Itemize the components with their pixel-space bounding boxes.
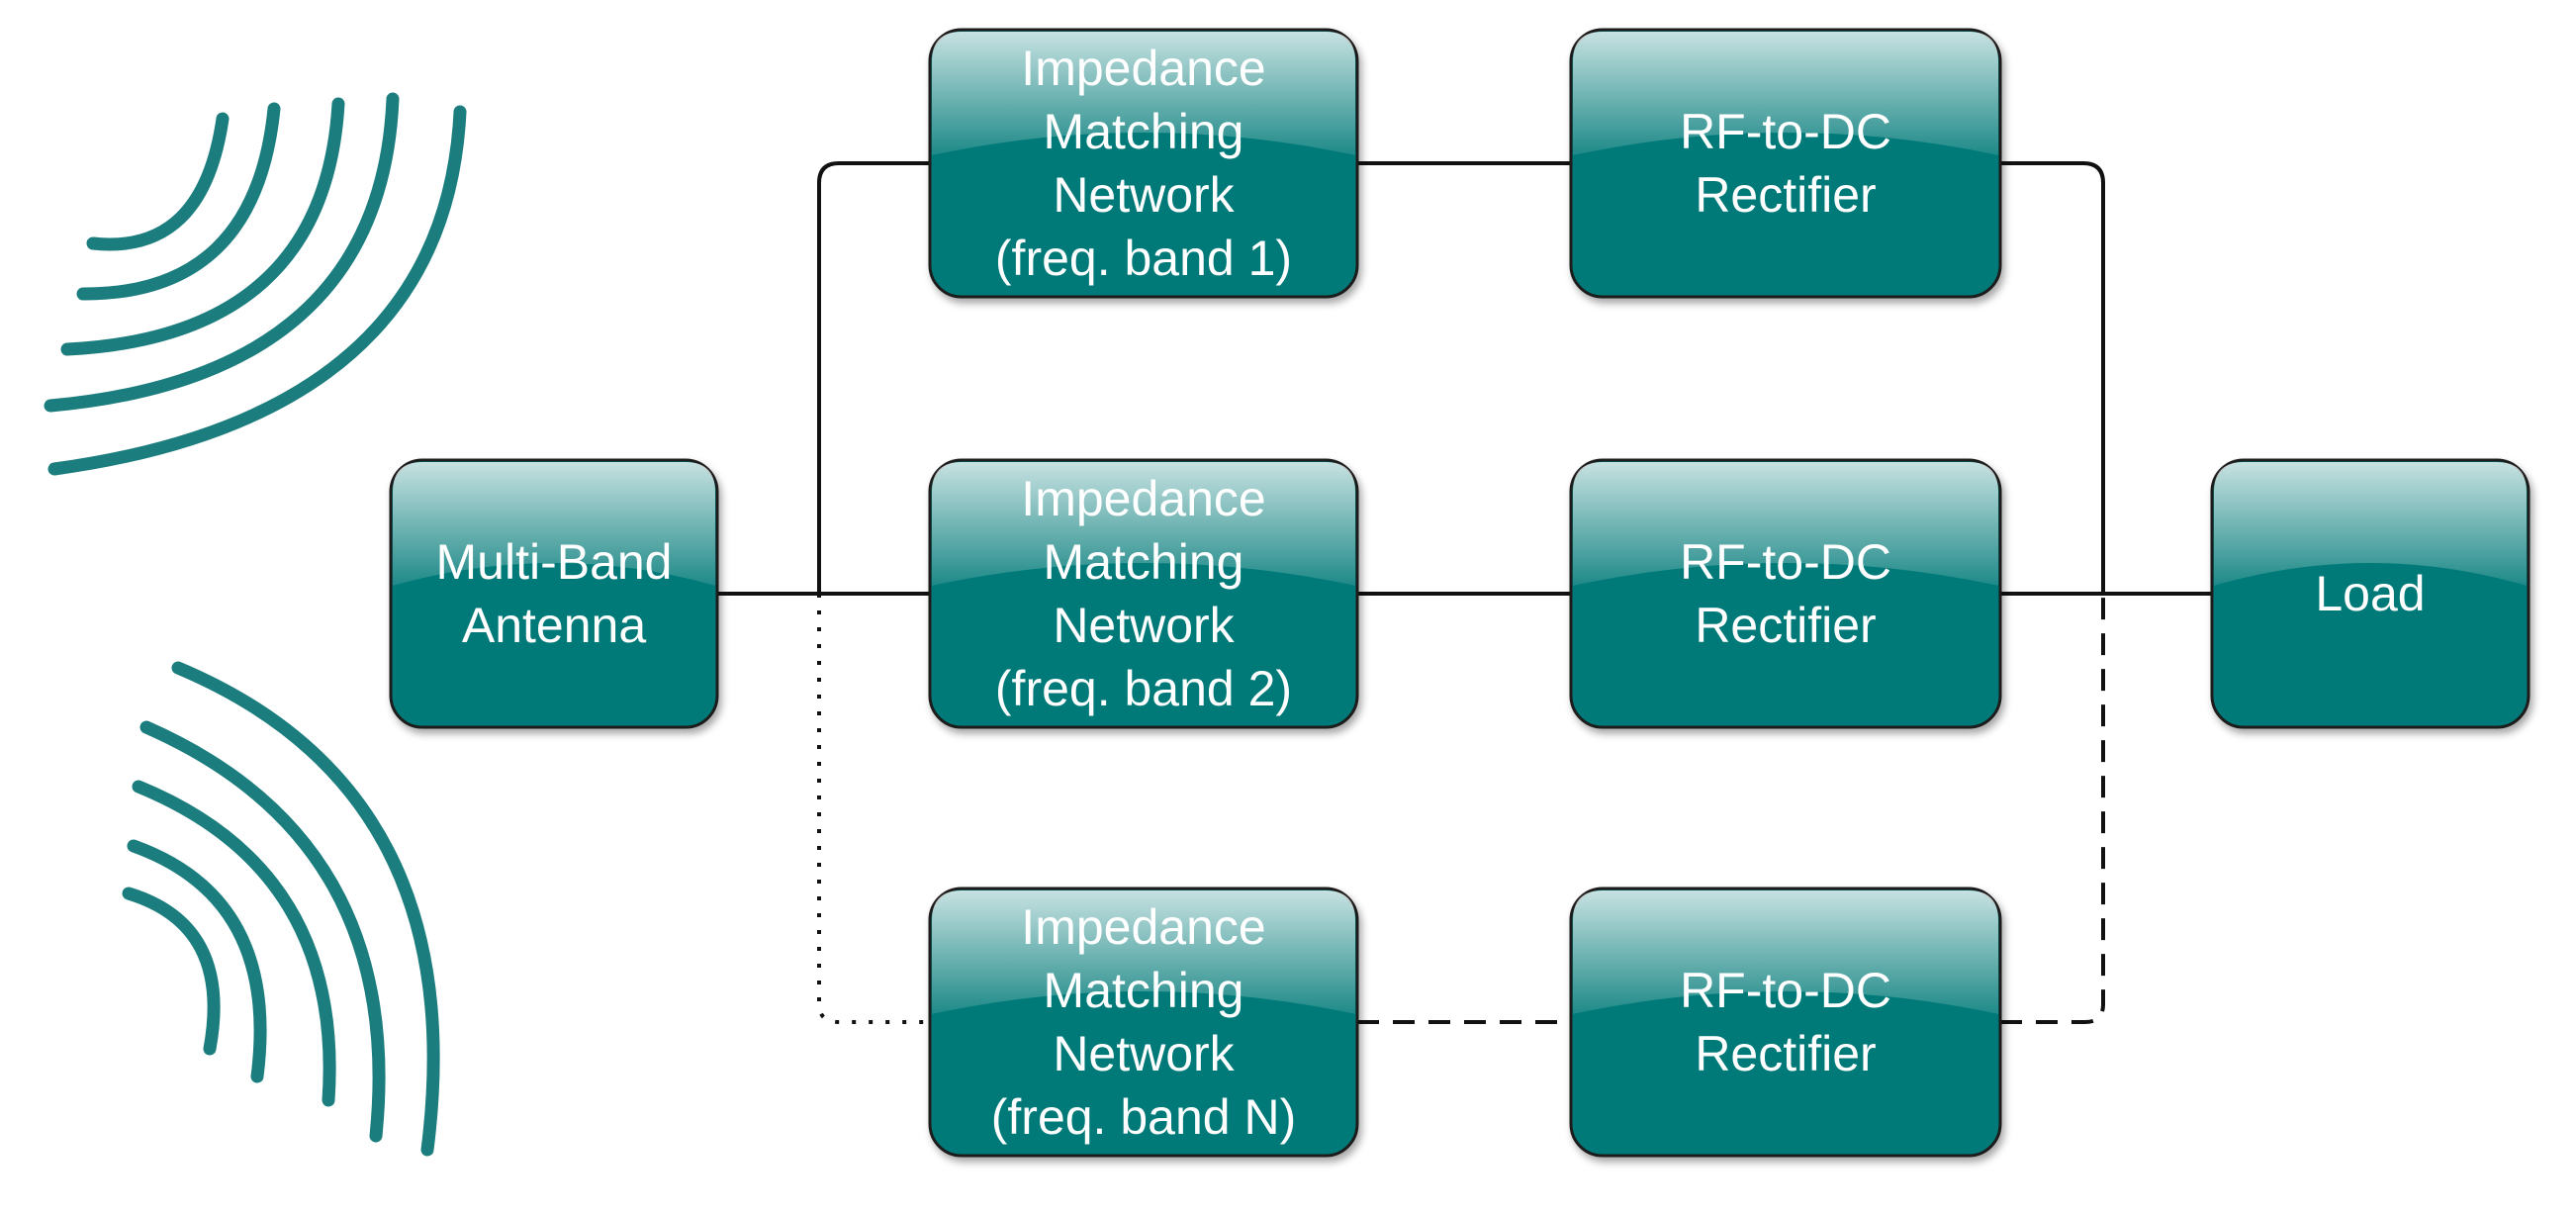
connector-rectN-load xyxy=(2000,594,2105,1024)
block-gloss xyxy=(1573,32,1998,155)
block-label-line: Rectifier xyxy=(1695,1026,1876,1081)
block-gloss xyxy=(1573,890,1998,1014)
block-label-line: Impedance xyxy=(1021,899,1265,955)
block-gloss xyxy=(932,32,1355,155)
block-label-line: Network xyxy=(1053,1026,1235,1081)
block-label-line: RF-to-DC xyxy=(1680,104,1891,159)
rf-to-dc-rectifier-1-block: RF-to-DC Rectifier xyxy=(1569,28,2002,299)
block-label-line: (freq. band 2) xyxy=(995,661,1292,716)
rf-to-dc-rectifier-2-block: RF-to-DC Rectifier xyxy=(1569,458,2002,729)
block-label-line: RF-to-DC xyxy=(1680,963,1891,1018)
rf-waves-icon xyxy=(44,92,467,476)
block-label-line: Load xyxy=(2315,566,2425,621)
block-gloss xyxy=(1573,462,1998,586)
block-label-line: (freq. band 1) xyxy=(995,231,1292,286)
block-gloss xyxy=(2214,462,2527,586)
rf-waves-icon xyxy=(122,661,440,1157)
block-label-line: Network xyxy=(1053,167,1235,223)
connector-antenna-imn1 xyxy=(717,161,930,596)
block-label-line: Network xyxy=(1053,598,1235,653)
block-label-line: Matching xyxy=(1044,963,1244,1018)
connections xyxy=(717,161,2212,1024)
block-gloss xyxy=(932,462,1355,586)
block-label-line: Matching xyxy=(1044,534,1244,590)
block-label-line: Rectifier xyxy=(1695,167,1876,223)
load-block: Load xyxy=(2210,458,2530,729)
block-gloss xyxy=(393,462,715,586)
block-label-line: Impedance xyxy=(1021,471,1265,526)
connector-antenna-imnN xyxy=(817,594,930,1024)
block-gloss xyxy=(932,890,1355,1014)
block-label-line: Antenna xyxy=(462,598,646,653)
rf-to-dc-rectifier-n-block: RF-to-DC Rectifier xyxy=(1569,887,2002,1158)
block-label-line: Matching xyxy=(1044,104,1244,159)
block-label-line: Impedance xyxy=(1021,41,1265,96)
block-label-line: Multi-Band xyxy=(436,534,673,590)
block-label-line: RF-to-DC xyxy=(1680,534,1891,590)
connector-rect1-load xyxy=(2000,161,2105,594)
block-label-line: (freq. band N) xyxy=(991,1089,1296,1145)
block-label-line: Rectifier xyxy=(1695,598,1876,653)
